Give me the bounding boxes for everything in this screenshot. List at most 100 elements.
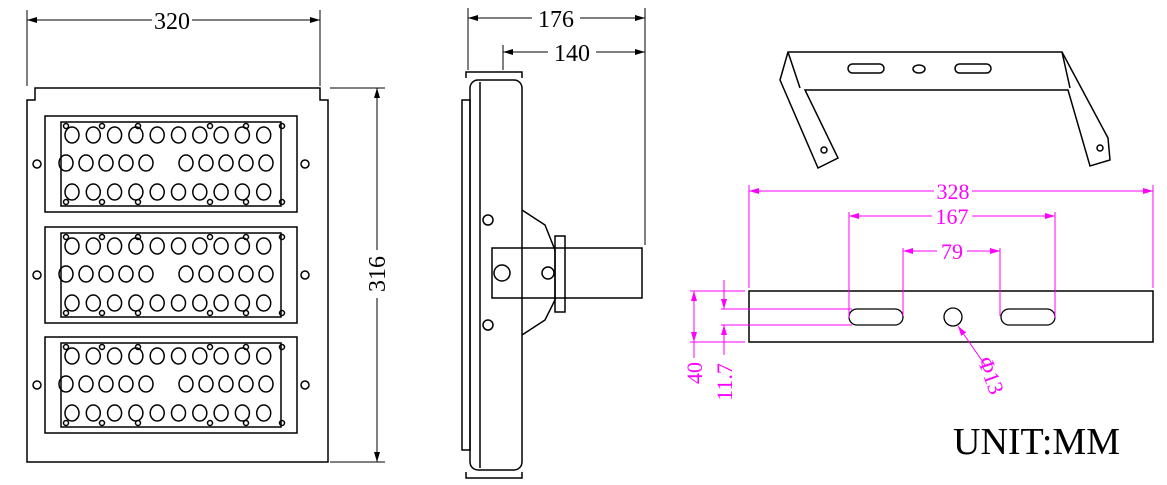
screw-icon — [62, 198, 70, 206]
led — [234, 126, 251, 144]
mounting-arm — [491, 247, 643, 299]
led — [170, 347, 187, 365]
unit-label: UNIT:MM — [953, 421, 1120, 463]
led-module — [44, 115, 298, 213]
led — [149, 347, 165, 365]
led-module — [44, 336, 298, 434]
led — [255, 404, 272, 422]
led — [255, 237, 272, 255]
led — [198, 265, 214, 283]
led — [213, 183, 229, 201]
led — [58, 375, 74, 393]
bracket-height-dimension: 40 — [682, 362, 707, 384]
led — [58, 154, 74, 172]
side-view — [461, 8, 646, 479]
led — [85, 294, 102, 312]
led — [149, 294, 165, 312]
front-width-dimension: 320 — [154, 9, 190, 35]
led — [149, 237, 165, 255]
led — [78, 265, 94, 283]
screw-icon — [206, 343, 214, 351]
led — [85, 183, 102, 201]
screw-icon — [98, 233, 106, 241]
led — [255, 126, 272, 144]
led — [118, 375, 134, 393]
led — [98, 154, 114, 172]
led — [198, 154, 214, 172]
led — [238, 375, 254, 393]
led — [213, 347, 229, 365]
led-module-lens — [60, 121, 282, 207]
led — [138, 375, 154, 393]
led — [64, 126, 80, 144]
led — [258, 154, 274, 172]
screw-icon — [62, 419, 70, 427]
led — [192, 294, 208, 312]
led — [234, 294, 251, 312]
led — [58, 265, 74, 283]
screw-icon — [98, 309, 106, 317]
led — [170, 294, 187, 312]
led — [213, 237, 229, 255]
screw-icon — [278, 309, 286, 317]
led — [128, 126, 144, 144]
screw-icon — [32, 380, 42, 390]
led — [213, 294, 229, 312]
screw-icon — [206, 309, 214, 317]
led — [234, 237, 251, 255]
screw-icon — [206, 233, 214, 241]
led — [255, 183, 272, 201]
led — [178, 265, 194, 283]
screw-icon — [278, 198, 286, 206]
screw-icon — [300, 159, 310, 169]
led — [64, 347, 80, 365]
screw-icon — [98, 343, 106, 351]
led — [192, 347, 208, 365]
led — [118, 265, 134, 283]
led — [234, 404, 251, 422]
screw-icon — [62, 309, 70, 317]
led — [128, 404, 144, 422]
led — [178, 375, 194, 393]
led — [98, 375, 114, 393]
led — [128, 237, 144, 255]
screw-icon — [206, 419, 214, 427]
led — [238, 154, 254, 172]
screw-icon — [32, 159, 42, 169]
led — [106, 183, 123, 201]
led — [170, 404, 187, 422]
led — [234, 183, 251, 201]
screw-icon — [98, 122, 106, 130]
led-module-lens — [60, 342, 282, 428]
led — [106, 237, 123, 255]
led — [170, 237, 187, 255]
led — [234, 347, 251, 365]
led — [128, 183, 144, 201]
led — [106, 347, 123, 365]
screw-icon — [300, 380, 310, 390]
front-height-dimension: 316 — [365, 256, 391, 292]
led — [218, 154, 234, 172]
screw-icon — [206, 122, 214, 130]
led — [64, 183, 80, 201]
led — [118, 154, 134, 172]
led-modules — [32, 115, 310, 434]
led — [149, 183, 165, 201]
screw-icon — [278, 419, 286, 427]
led — [106, 294, 123, 312]
led — [192, 183, 208, 201]
led-module — [44, 226, 298, 324]
screw-icon — [98, 198, 106, 206]
led — [106, 126, 123, 144]
screw-icon — [98, 419, 106, 427]
led — [64, 404, 80, 422]
led — [149, 126, 165, 144]
led — [85, 237, 102, 255]
bracket-length-dimension: 328 — [937, 179, 970, 204]
led — [128, 294, 144, 312]
led — [255, 294, 272, 312]
led — [218, 265, 234, 283]
led — [64, 294, 80, 312]
led — [258, 375, 274, 393]
